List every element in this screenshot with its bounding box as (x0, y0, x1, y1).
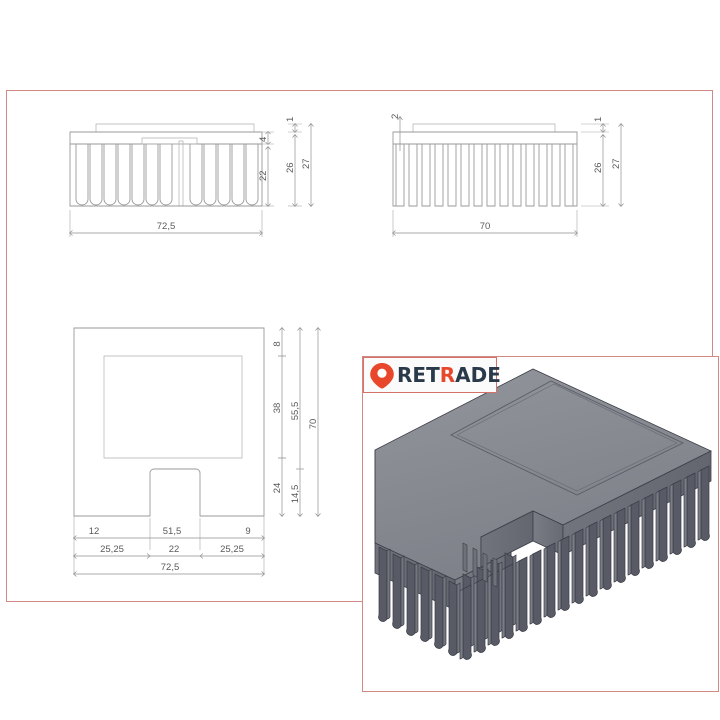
dim-value-2: 2 (390, 114, 401, 119)
dim-value-26: 26 (593, 162, 604, 173)
dim-value-24: 24 (272, 483, 283, 494)
dim-plan-col1: 8 38 24 (272, 326, 286, 518)
dim-front-26: 26 (285, 133, 302, 208)
side-view-drawing: 2 1 26 27 (390, 114, 624, 237)
dim-value-1: 1 (593, 117, 604, 122)
dim-value-25-25-left: 25,25 (100, 544, 124, 555)
dim-value-8: 8 (272, 341, 283, 346)
top-view-plan: 8 38 24 55,5 14,5 70 (52, 316, 352, 586)
dim-front-1: 1 (285, 117, 302, 134)
dim-value-1: 1 (285, 117, 296, 122)
dim-front-27: 27 (301, 122, 314, 208)
dim-value-12: 12 (89, 526, 100, 537)
sheet-border: 4 22 1 26 (6, 90, 719, 692)
dim-value-70: 70 (308, 419, 319, 430)
dim-front-72-5: 72,5 (68, 210, 264, 237)
dim-plan-row3: 72,5 (72, 562, 266, 577)
brand-name: RETRADE (397, 365, 501, 385)
side-view-geometry (392, 123, 578, 207)
dim-value-70: 70 (480, 221, 491, 232)
dim-value-9: 9 (245, 526, 250, 537)
plan-view-geometry (73, 327, 265, 517)
dim-side-70: 70 (391, 210, 579, 237)
plan-view-drawing: 8 38 24 55,5 14,5 70 (72, 326, 321, 577)
dim-plan-row2: 25,25 22 25,25 (72, 544, 266, 559)
dim-value-72-5: 72,5 (161, 562, 180, 573)
dim-value-22: 22 (169, 544, 180, 555)
dim-value-22: 22 (258, 170, 269, 181)
dim-value-51-5: 51,5 (163, 526, 182, 537)
dim-value-72-5: 72,5 (157, 221, 176, 232)
dim-plan-col2: 55,5 14,5 (290, 326, 304, 518)
brand-logo: RETRADE (363, 357, 501, 393)
dim-value-38: 38 (272, 403, 283, 414)
dim-value-26: 26 (285, 162, 296, 173)
dim-plan-col3: 70 (308, 326, 321, 518)
side-view-right: 2 1 26 27 (375, 111, 665, 271)
isometric-render-panel: RETRADE (362, 356, 719, 692)
dim-value-4: 4 (258, 137, 269, 142)
dim-value-27: 27 (611, 158, 622, 169)
isometric-3d-render (374, 368, 712, 660)
heatsink-fins-notch (462, 542, 498, 588)
location-pin-icon (370, 362, 394, 388)
dim-value-27: 27 (301, 158, 312, 169)
dim-value-55-5: 55,5 (290, 402, 301, 421)
dim-value-25-25-right: 25,25 (220, 544, 244, 555)
brand-highlight: R (439, 363, 456, 387)
dim-side-1: 1 (581, 117, 609, 134)
brand-prefix: RET (397, 363, 440, 387)
dim-value-14-5: 14,5 (290, 485, 301, 504)
dim-side-27: 27 (611, 122, 624, 208)
heatsink-fins-right (459, 465, 710, 660)
front-view-drawing: 4 22 1 26 (68, 117, 314, 237)
brand-suffix: ADE (455, 363, 501, 387)
dim-plan-row1: 12 51,5 9 (72, 526, 266, 541)
front-view-left: 4 22 1 26 (52, 111, 342, 271)
dim-side-26: 26 (581, 133, 609, 208)
dim-side-2: 2 (390, 114, 403, 151)
dim-front-22: 22 (258, 145, 274, 208)
dim-front-4: 4 (258, 131, 274, 145)
front-view-geometry (69, 123, 263, 207)
